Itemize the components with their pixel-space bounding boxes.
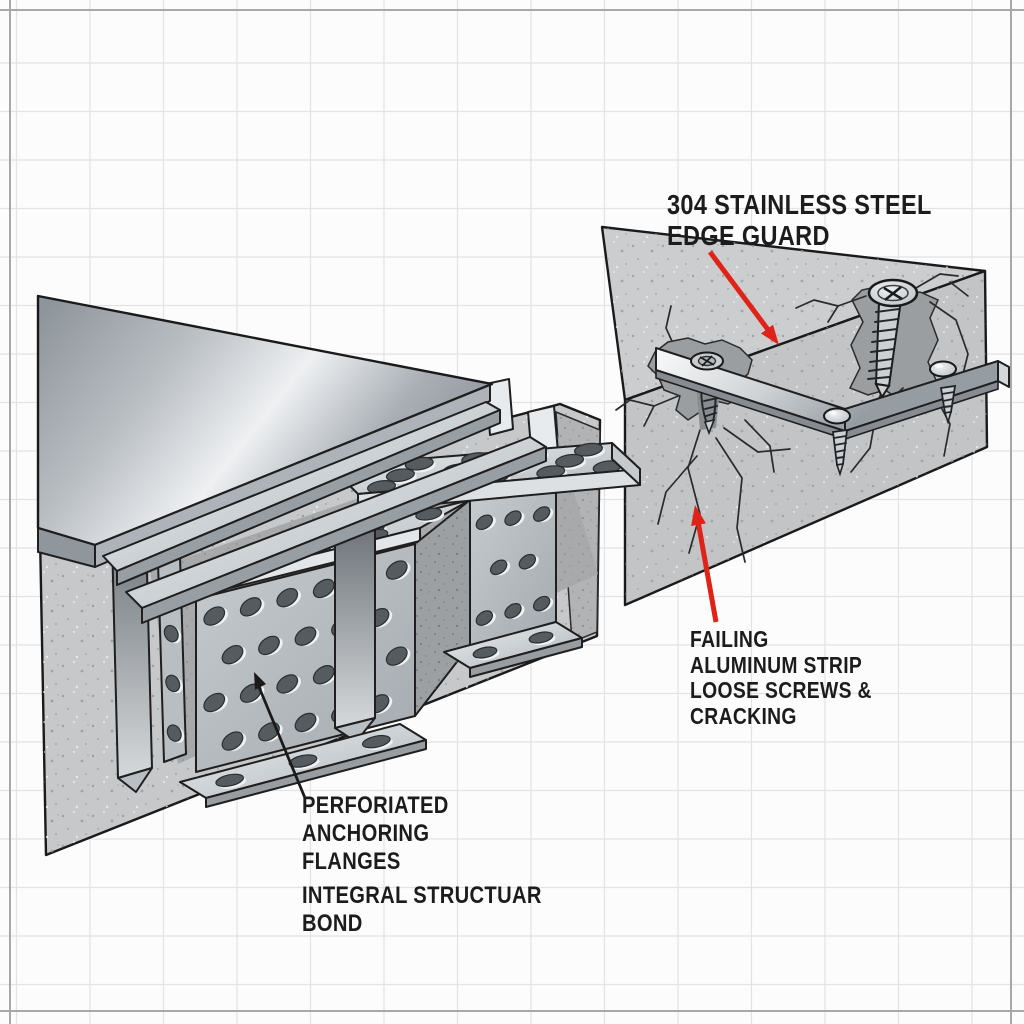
label-line: EDGE GUARD xyxy=(667,220,830,251)
label-line: FLANGES xyxy=(302,848,401,875)
edge-guard-lip-strip-2 xyxy=(125,436,547,624)
label-perforated-flanges: PERFORIATED ANCHORING FLANGES INTEGRAL S… xyxy=(302,792,542,938)
black-leader-arrow xyxy=(254,672,307,799)
dome-screw-head-2 xyxy=(929,360,957,378)
phillips-cross-icon xyxy=(883,286,903,301)
perforation-holes xyxy=(215,734,393,789)
phillips-cross-icon xyxy=(699,355,715,367)
label-line: CRACKING xyxy=(690,702,797,729)
label-line: FAILING xyxy=(690,626,769,652)
right-failure-illustration xyxy=(600,225,1010,607)
label-line: 304 STAINLESS STEEL xyxy=(667,189,932,220)
label-line: LOOSE SCREWS & xyxy=(690,677,872,703)
label-line: INTEGRAL STRUCTUAR xyxy=(302,882,542,909)
loose-screw-1 xyxy=(832,428,849,477)
label-line: PERFORIATED xyxy=(302,792,449,819)
perforated-bottom-flange-1 xyxy=(179,723,427,808)
loose-screw-2 xyxy=(939,384,957,425)
label-failing-strip: FAILING ALUMINUM STRIP LOOSE SCREWS & CR… xyxy=(690,626,872,729)
red-arrow-to-edge-guard xyxy=(707,250,779,345)
edge-guard-middle-leg xyxy=(334,529,376,743)
label-line: ANCHORING xyxy=(302,820,430,847)
crack-lines xyxy=(615,273,969,563)
perforated-web-2 xyxy=(469,489,557,647)
perforation-holes xyxy=(475,506,554,627)
label-line: ALUMINUM STRIP xyxy=(690,651,863,678)
label-edge-guard: 304 STAINLESS STEEL EDGE GUARD xyxy=(667,189,932,251)
dome-screw-head-1 xyxy=(823,407,851,425)
red-arrow-to-failing-area xyxy=(691,505,719,623)
left-cutaway-illustration xyxy=(36,294,641,857)
perforation-holes xyxy=(472,631,556,661)
perforated-bottom-flange-2 xyxy=(443,621,583,678)
edge-guard-lip-strip-1 xyxy=(102,401,501,586)
label-line: BOND xyxy=(302,910,363,937)
countersunk-screw-head xyxy=(690,351,724,371)
embedded-screw-cracked xyxy=(867,278,919,400)
